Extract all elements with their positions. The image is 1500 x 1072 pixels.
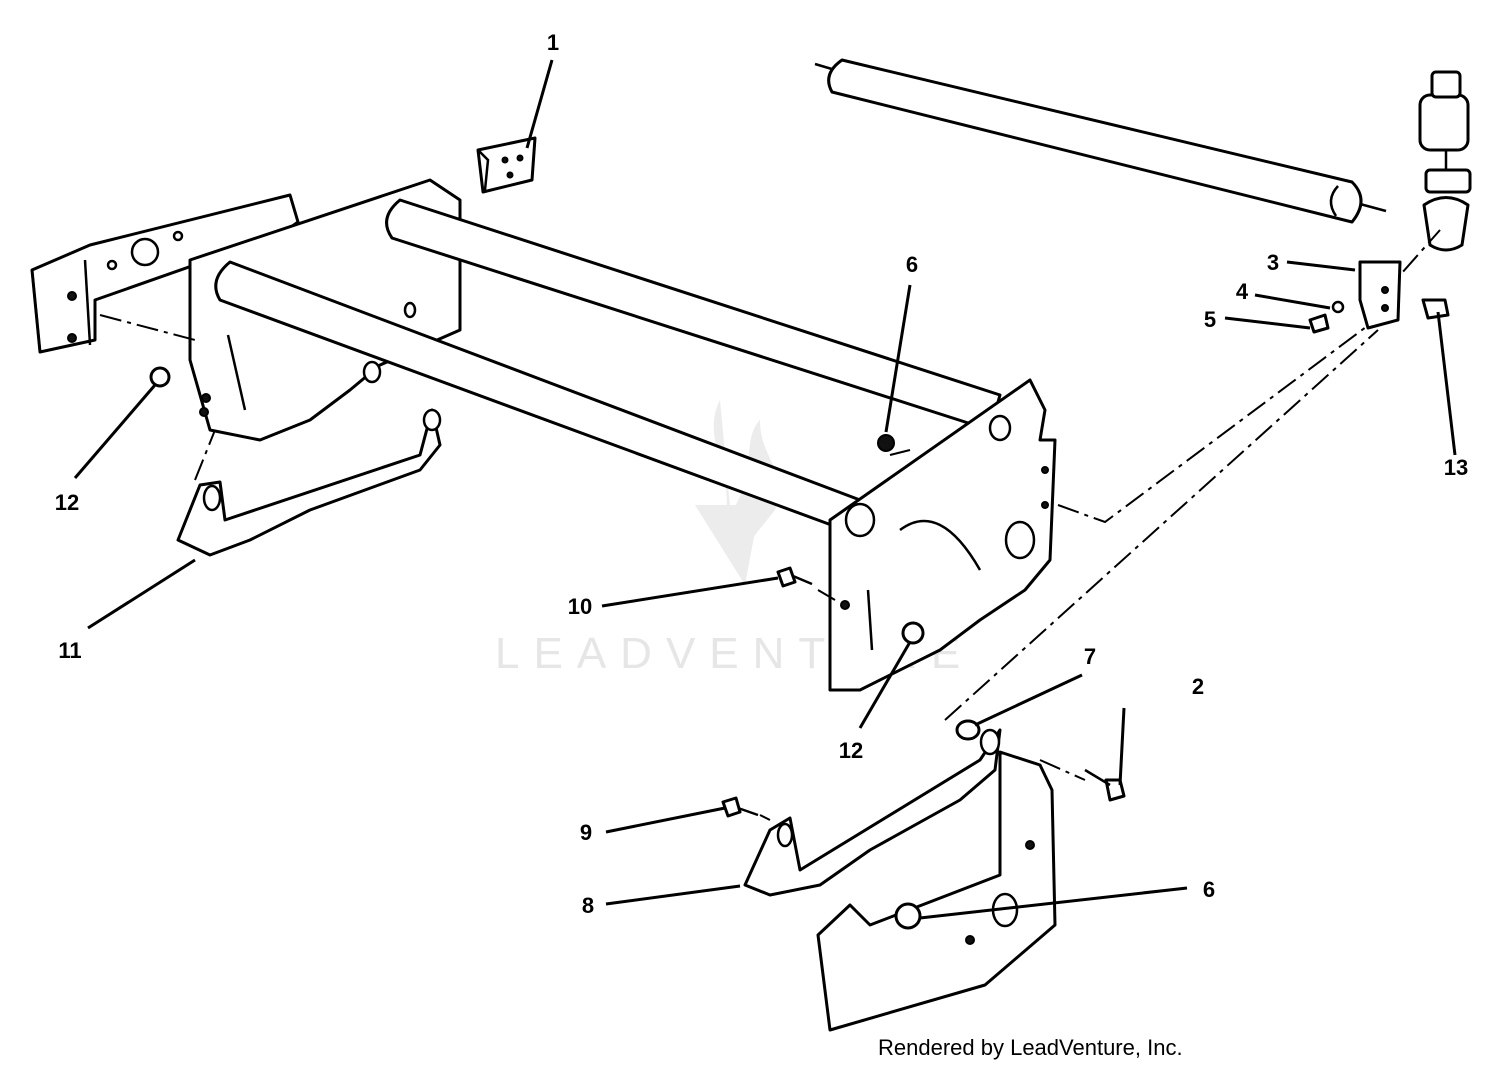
right-skid-part (743, 728, 1002, 897)
callout-7: 7 (1084, 644, 1096, 669)
bracket-part-1 (476, 136, 537, 194)
leader-lines (73, 59, 1457, 920)
callout-1: 1 (547, 30, 559, 55)
callout-13: 13 (1444, 455, 1468, 480)
hardware-items (149, 260, 1450, 818)
callout-5: 5 (1204, 307, 1216, 332)
spring-assembly-part (1418, 70, 1472, 252)
callout-12-center: 12 (839, 738, 863, 763)
credit-text: Rendered by LeadVenture, Inc. (878, 1035, 1183, 1060)
callout-6-upper: 6 (906, 252, 918, 277)
callout-3: 3 (1267, 250, 1279, 275)
callout-10: 10 (568, 594, 592, 619)
roller-part (814, 58, 1387, 224)
left-skid-part (176, 408, 442, 557)
callout-2: 2 (1192, 674, 1204, 699)
right-frame-plate (828, 378, 1057, 692)
callout-6-lower: 6 (1203, 877, 1215, 902)
callout-11: 11 (58, 638, 81, 663)
callout-labels: 1 2 3 4 5 6 6 7 8 9 10 11 12 12 13 (55, 30, 1468, 918)
frame-tubes (214, 198, 1002, 532)
callout-9: 9 (580, 820, 592, 845)
callout-12-left: 12 (55, 490, 79, 515)
callout-8: 8 (582, 893, 594, 918)
callout-4: 4 (1236, 279, 1249, 304)
left-side-bracket (30, 193, 300, 354)
right-shield-part (816, 750, 1057, 1032)
